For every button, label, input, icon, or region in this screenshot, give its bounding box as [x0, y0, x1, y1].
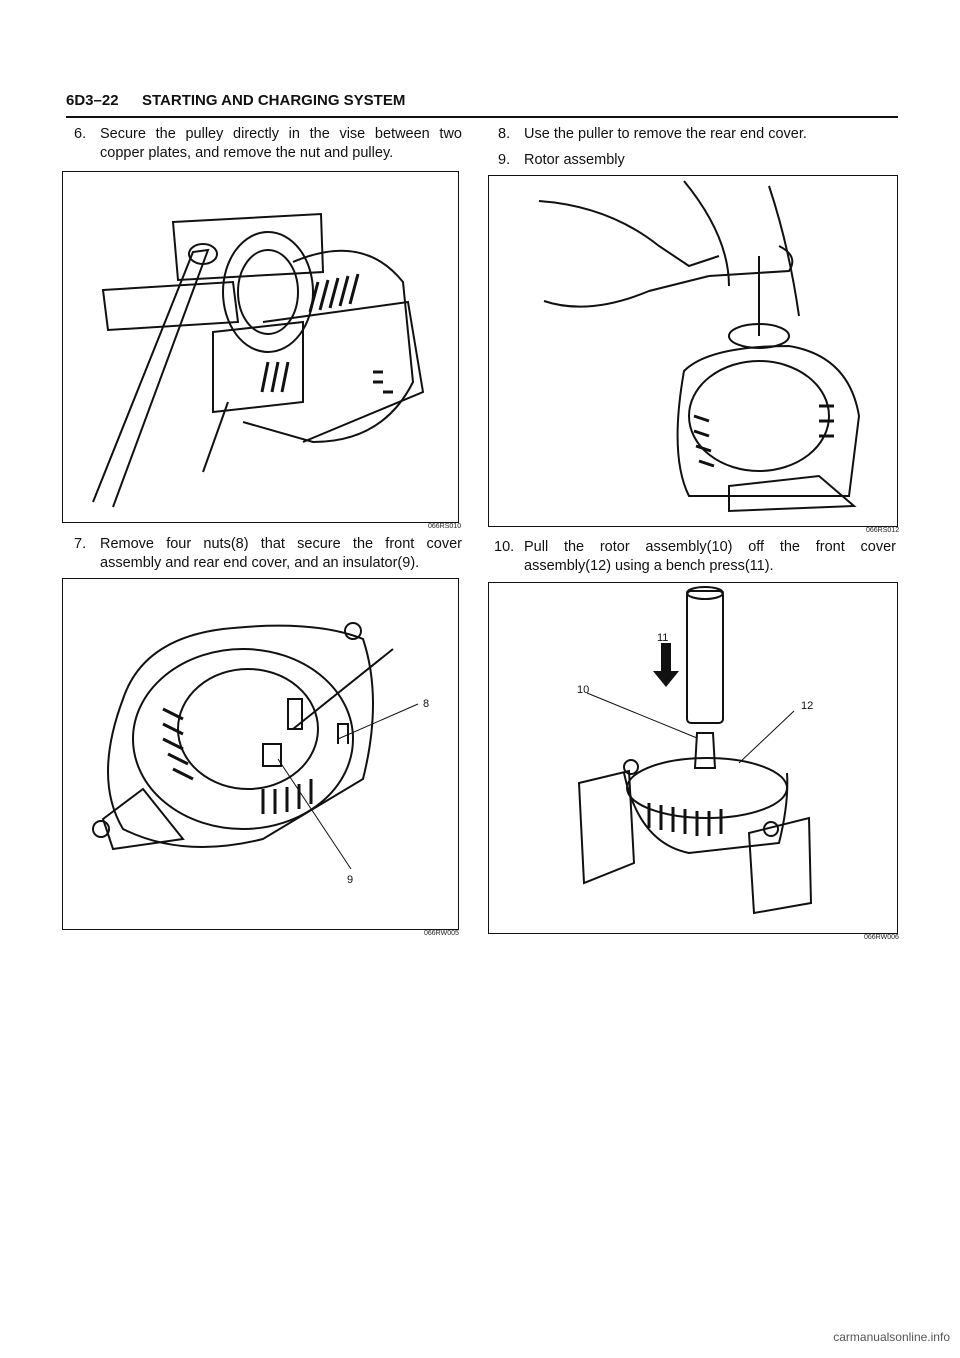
figure-bench-press: 11 10 12 — [488, 582, 898, 934]
figure-code: 066RS010 — [428, 523, 462, 530]
step-text: Use the puller to remove the rear end co… — [524, 126, 807, 142]
figure-code: 066RW005 — [424, 930, 459, 937]
step-number: 9. — [498, 152, 511, 168]
step-10: 10. Pull the rotor assembly(10) off the … — [494, 538, 896, 576]
page-header: 6D3–22 STARTING AND CHARGING SYSTEM — [66, 90, 898, 118]
figure-puller — [488, 175, 898, 527]
figure-pulley-vise — [62, 171, 459, 523]
bench-press-illustration: 11 10 12 — [577, 586, 813, 915]
arrow-down-icon — [653, 643, 679, 687]
step-text: Rotor assembly — [524, 152, 625, 168]
step-number: 8. — [498, 126, 511, 142]
step-text: Pull the rotor assembly(10) off the fron… — [524, 539, 896, 574]
step-number: 6. — [74, 126, 87, 142]
step-8: 8. Use the puller to remove the rear end… — [498, 125, 896, 144]
figure-rear-nuts: 8 9 — [62, 578, 459, 930]
puller-illustration — [538, 180, 861, 513]
figure-code: 066RW006 — [864, 934, 899, 941]
callout-11: 11 — [657, 632, 668, 644]
callout-9: 9 — [347, 874, 353, 886]
pulley-vise-illustration — [92, 212, 425, 508]
page-number: 6D3–22 — [66, 92, 119, 109]
step-text: Remove four nuts(8) that secure the fron… — [100, 536, 462, 571]
callout-8: 8 — [423, 698, 429, 710]
step-9: 9. Rotor assembly — [498, 151, 896, 170]
step-text: Secure the pulley directly in the vise b… — [100, 126, 462, 161]
callout-10: 10 — [577, 684, 589, 696]
callout-12: 12 — [801, 700, 813, 712]
figure-code: 066RS012 — [866, 527, 900, 534]
rear-nuts-illustration: 8 9 — [92, 622, 429, 886]
step-number: 10. — [494, 539, 515, 555]
step-number: 7. — [74, 536, 87, 552]
step-7: 7. Remove four nuts(8) that secure the f… — [74, 535, 462, 573]
watermark: carmanualsonline.info — [833, 1330, 950, 1344]
section-title: STARTING AND CHARGING SYSTEM — [142, 92, 406, 109]
step-6: 6. Secure the pulley directly in the vis… — [74, 125, 462, 163]
